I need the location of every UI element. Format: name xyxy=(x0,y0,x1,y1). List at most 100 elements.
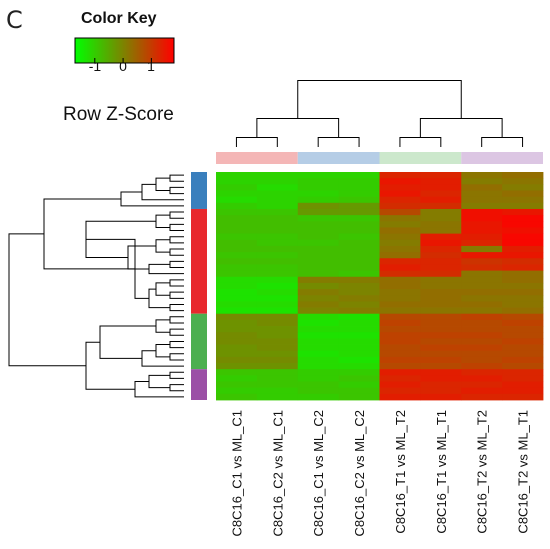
column-color-sidebar xyxy=(216,152,543,164)
heatmap-cell xyxy=(502,307,544,315)
heatmap-cell xyxy=(297,172,340,179)
heatmap-cell xyxy=(461,178,503,185)
column-dendrogram-link xyxy=(256,118,340,138)
heatmap-cell xyxy=(502,208,544,216)
heatmap-cell xyxy=(420,215,462,222)
heatmap-cell xyxy=(461,270,503,278)
heatmap-cell xyxy=(379,184,421,191)
heatmap-cell xyxy=(461,227,503,235)
heatmap-cell xyxy=(502,319,544,327)
row-dendrogram-link xyxy=(141,183,184,201)
heatmap-cell xyxy=(461,233,503,241)
heatmap-cell xyxy=(216,363,258,370)
column-dendrogram xyxy=(235,80,524,147)
heatmap-cell xyxy=(338,233,380,241)
heatmap-cell xyxy=(256,245,299,253)
heatmap-cell xyxy=(461,221,503,228)
row-dendrogram-link xyxy=(148,374,170,389)
heatmap-cell xyxy=(461,393,503,401)
heatmap-cell xyxy=(256,196,299,204)
heatmap-cell xyxy=(216,258,258,265)
column-group-bar xyxy=(461,152,543,164)
heatmap-cell xyxy=(338,387,380,395)
heatmap-cell xyxy=(256,252,299,259)
heatmap-cell xyxy=(256,233,299,241)
heatmap-cell xyxy=(338,239,380,247)
heatmap-cell xyxy=(256,282,299,290)
column-label: C8C16_T2 vs ML_T2 xyxy=(475,410,490,534)
heatmap-cell xyxy=(338,344,380,352)
heatmap-cell xyxy=(297,239,340,247)
heatmap-cell xyxy=(297,289,340,296)
heatmap-cell xyxy=(420,332,462,339)
heatmap-cell xyxy=(502,221,544,228)
heatmap-cell xyxy=(297,344,340,352)
heatmap-cell xyxy=(216,202,258,210)
heatmap-cell xyxy=(461,319,503,327)
heatmap-cell xyxy=(379,363,421,370)
heatmap-cell xyxy=(216,289,258,296)
row-dendrogram-link xyxy=(169,328,184,336)
row-dendrogram-link xyxy=(169,371,184,379)
heatmap-cell xyxy=(216,227,258,235)
heatmap-cell xyxy=(379,387,421,395)
heatmap-cell xyxy=(256,375,299,382)
heatmap-cell xyxy=(420,350,462,358)
heatmap-cell xyxy=(216,196,258,204)
heatmap-cell xyxy=(502,338,544,345)
heatmap-cell xyxy=(256,313,299,321)
heatmap-cell xyxy=(338,270,380,278)
heatmap-cell xyxy=(256,338,299,345)
heatmap-cell xyxy=(338,369,380,376)
color-key-tick-label: 0 xyxy=(119,58,127,74)
heatmap-cell xyxy=(297,258,340,265)
heatmap-cell xyxy=(461,258,503,265)
heatmap-cell xyxy=(256,289,299,296)
column-dendrogram-link xyxy=(235,137,278,147)
panel-letter: C xyxy=(6,6,23,34)
column-dendrogram-link xyxy=(481,137,524,147)
heatmap-cell xyxy=(420,202,462,210)
column-label: C8C16_C1 vs ML_C1 xyxy=(229,410,244,536)
heatmap-cell xyxy=(297,387,340,395)
color-key-ticks xyxy=(94,58,152,63)
heatmap-cell xyxy=(256,276,299,284)
heatmap-cell xyxy=(461,239,503,247)
heatmap-cell xyxy=(256,215,299,222)
heatmap-cell xyxy=(379,332,421,339)
heatmap-cell xyxy=(379,295,421,302)
heatmap-cell xyxy=(420,227,462,235)
heatmap-cell xyxy=(338,326,380,333)
heatmap-cell xyxy=(338,196,380,204)
heatmap-cell xyxy=(338,282,380,290)
heatmap-cell xyxy=(338,264,380,271)
heatmap-cell xyxy=(256,178,299,185)
heatmap-cell xyxy=(297,301,340,308)
heatmap-cell xyxy=(256,319,299,327)
heatmap-cell xyxy=(216,295,258,302)
color-key-label: Row Z-Score xyxy=(63,104,174,125)
heatmap-cell xyxy=(216,387,258,395)
heatmap-cell xyxy=(379,350,421,358)
row-group-bar xyxy=(191,369,207,400)
heatmap-cell xyxy=(502,239,544,247)
heatmap-cell xyxy=(379,276,421,284)
heatmap-cell xyxy=(256,239,299,247)
heatmap-cell xyxy=(256,301,299,308)
row-dendrogram-link xyxy=(169,260,184,269)
heatmap-cell xyxy=(338,258,380,265)
heatmap-cell xyxy=(216,276,258,284)
heatmap-cell xyxy=(256,369,299,376)
heatmap-cell xyxy=(216,239,258,247)
heatmap-cell xyxy=(297,221,340,228)
heatmap-cell xyxy=(461,202,503,210)
heatmap-cell xyxy=(338,381,380,389)
heatmap-cell xyxy=(420,363,462,370)
heatmap-cell xyxy=(256,363,299,370)
heatmap-cell xyxy=(379,338,421,345)
color-key-tick-label: 1 xyxy=(147,58,155,74)
heatmap-cell xyxy=(379,202,421,210)
heatmap-cell xyxy=(297,196,340,204)
heatmap-cell xyxy=(420,326,462,333)
